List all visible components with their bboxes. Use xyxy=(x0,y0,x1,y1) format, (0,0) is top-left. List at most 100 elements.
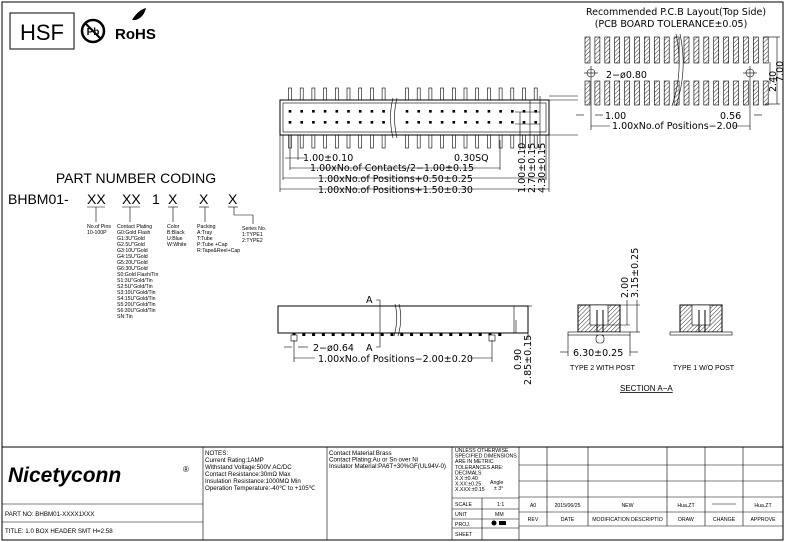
pin-foot xyxy=(351,333,355,336)
contact xyxy=(487,110,491,113)
pin xyxy=(381,87,386,101)
svg-text:XX: XX xyxy=(87,191,106,207)
pcb-pad xyxy=(752,80,759,106)
pcb-pad xyxy=(594,80,601,106)
pin xyxy=(370,87,374,101)
pcb-pad xyxy=(723,36,729,64)
pin-foot xyxy=(488,333,492,336)
pcb-pad xyxy=(713,80,720,106)
svg-text:2−ø0.80: 2−ø0.80 xyxy=(606,70,647,81)
svg-text:1.00±0.10: 1.00±0.10 xyxy=(517,143,528,193)
part-number-coding: PART NUMBER CODING BHBM01- XX XX 1 X X X… xyxy=(8,170,266,320)
pcb-pad xyxy=(644,36,650,64)
pin-foot xyxy=(468,333,472,336)
coding-plating-text: S5:20U"Gold/Tin xyxy=(117,302,156,308)
pcb-pad xyxy=(663,36,670,64)
note-line: NOTES: xyxy=(205,450,228,457)
pin-foot xyxy=(419,333,423,336)
contact xyxy=(288,121,292,124)
svg-text:1:1: 1:1 xyxy=(497,502,504,508)
pcb-pad xyxy=(653,36,660,64)
coding-packing-text: T:Tube xyxy=(197,236,213,242)
pin xyxy=(498,87,503,101)
pcb-pad xyxy=(693,80,700,106)
contact xyxy=(475,110,479,113)
contact xyxy=(323,110,327,113)
pb-free-icon: Pb xyxy=(80,18,106,44)
svg-text:4.30±0.15: 4.30±0.15 xyxy=(537,143,548,193)
contact xyxy=(499,110,502,113)
svg-text:BHBM01-: BHBM01- xyxy=(8,191,69,207)
svg-text:SECTION A−A: SECTION A−A xyxy=(620,384,673,393)
pin xyxy=(299,87,304,101)
pin xyxy=(475,87,480,101)
coding-pins-text: No.of Pins xyxy=(87,224,111,230)
coding-plating-text: Contact Plating xyxy=(117,224,152,230)
contact xyxy=(464,121,467,124)
contact xyxy=(347,110,350,113)
pcb-pad xyxy=(723,80,729,106)
contact xyxy=(417,121,420,124)
svg-text:1.00xNo.of Positions+0.50±0.2: 1.00xNo.of Positions+0.50±0.25 xyxy=(318,174,473,185)
coding-packing-text: P:Tube +Cap xyxy=(197,242,228,248)
contact xyxy=(429,110,432,113)
coding-series-text: 1:TYPE1 xyxy=(242,232,263,238)
contact xyxy=(534,121,537,124)
material-line: Insulator Material:PA6T+30%GF(UL94V-0) xyxy=(329,463,446,470)
pin-foot xyxy=(321,333,325,336)
note-line: Operation Temperature:-40℃ to +105℃ xyxy=(205,485,316,492)
title-block: Nicetyconn ® PART NO: BHBM01-XXXX1XXX TI… xyxy=(2,446,783,540)
pin xyxy=(522,87,526,101)
contact xyxy=(300,110,303,113)
pin xyxy=(416,134,421,149)
svg-text:2.00: 2.00 xyxy=(620,277,631,298)
svg-text:1.00xNo.of Contacts/2−1.00±0.: 1.00xNo.of Contacts/2−1.00±0.15 xyxy=(310,163,474,174)
side-view-drawing: A A 2−ø0.64 1.00xNo.of Positions−2.00±0.… xyxy=(277,295,534,385)
pin xyxy=(428,87,433,101)
contact xyxy=(534,110,537,113)
svg-text:X: X xyxy=(168,191,178,207)
note-line: Insulation Resistance:1000MΩ Min xyxy=(205,478,301,485)
coding-series-text: Series No. xyxy=(242,226,266,232)
note-line: Current Rating:1AMP xyxy=(205,457,264,464)
pin-foot xyxy=(390,333,394,336)
contact xyxy=(300,121,303,124)
pin xyxy=(451,87,456,101)
material-line: Contact Plating:Au or Sn over Ni xyxy=(329,457,418,464)
coding-color-text: Color xyxy=(167,224,180,230)
svg-text:SCALE: SCALE xyxy=(455,502,473,508)
coding-packing-text: A:Tray xyxy=(197,230,212,236)
pin xyxy=(381,134,386,149)
tolerance-line: DECIMALS xyxy=(455,470,482,476)
coding-color-text: W:White xyxy=(167,242,187,248)
svg-text:1.00xNo.of Positions−2.00: 1.00xNo.of Positions−2.00 xyxy=(612,121,738,132)
pcb-pad xyxy=(673,80,680,106)
pin xyxy=(533,87,538,101)
pcb-pad xyxy=(634,80,640,106)
coding-packing-text: R:Tape&Reel+Cap xyxy=(197,248,240,254)
svg-text:RoHS: RoHS xyxy=(115,26,156,43)
coding-plating-text: G2.5U"Gold xyxy=(117,242,145,248)
pin xyxy=(323,87,327,101)
pcb-pad xyxy=(762,80,769,106)
pin xyxy=(346,134,351,149)
pin xyxy=(498,134,503,149)
rev-header: DRAW xyxy=(678,517,694,523)
coding-plating-text: S6:30U"Gold/Tin xyxy=(117,308,156,314)
coding-plating-text: S4:15U"Gold/Tin xyxy=(117,296,156,302)
coding-plating-text: SN:Tin xyxy=(117,314,133,320)
svg-text:TYPE 2 WITH POST: TYPE 2 WITH POST xyxy=(570,365,636,372)
pin-foot xyxy=(439,333,443,336)
pin-foot xyxy=(380,333,384,336)
svg-text:X: X xyxy=(228,191,238,207)
svg-text:0.90: 0.90 xyxy=(513,349,524,370)
pcb-pad xyxy=(634,36,640,64)
pcb-pad xyxy=(743,36,749,64)
pin-foot xyxy=(341,333,345,336)
svg-text:A: A xyxy=(366,343,373,354)
pin-foot xyxy=(331,333,335,336)
pcb-pad xyxy=(733,80,739,106)
contact xyxy=(335,110,339,113)
